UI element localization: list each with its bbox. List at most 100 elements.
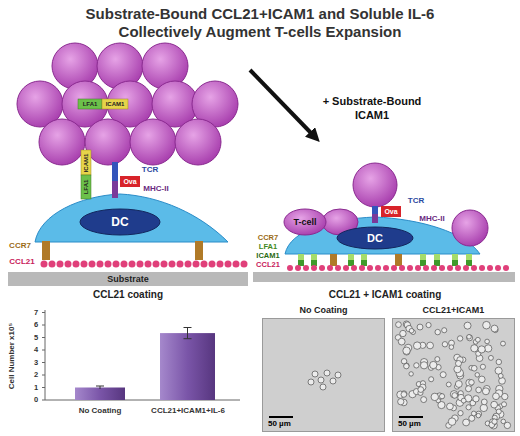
molecule-label: ICAM1 [106,101,125,107]
ccl21-dot [97,261,104,268]
lfa1-pillar [348,254,354,260]
lfa1-bar [81,175,91,199]
icam1-pillar [434,260,440,266]
cell-dot [418,387,424,393]
cell-dot [471,345,478,352]
tick [42,337,45,338]
cell-dot [471,365,477,371]
ccl21-dot [241,261,248,268]
cell-dot [320,384,326,390]
cell-dot [493,393,500,400]
scale-bar [269,416,293,418]
chemokine-label: CCL21 [256,261,280,269]
cell-dot [464,322,471,329]
cell-dot [501,341,506,346]
panel-caption: CCL21 + ICAM1 coating [329,290,442,300]
cell-dot [398,399,404,405]
panel-caption: CCL21 coating [93,290,163,300]
cell-dot [442,328,447,333]
ccl21-dot [287,265,293,271]
cell-dot [485,339,490,344]
cell-dot [480,404,487,411]
cell-dot [465,386,471,392]
ccl21-dot [431,265,437,271]
substrate-bar: Substrate [8,272,248,286]
ccl21-dot [121,261,128,268]
cell-dot [491,401,498,408]
ccl21-dot [455,265,461,271]
cell-dot [467,335,472,340]
lfa1-bar [78,99,102,109]
t-cell [130,119,176,165]
cell-dot [501,402,506,407]
ccl21-dot [439,265,445,271]
ccl21-dot [423,265,429,271]
tick-label: 2 [34,371,38,379]
receptor-label: MHC-II [419,215,444,223]
scale-bar [399,416,423,418]
error-cap [184,338,192,339]
ccl21-dot [113,261,120,268]
node-label: Ova [384,208,397,215]
ccl21-dot [89,261,96,268]
cell-dot [404,363,409,368]
icam1-pillar [452,260,458,266]
ccl21-dot [319,265,325,271]
dendritic-cell [35,194,228,242]
molecule-label: LFA1 [83,101,98,107]
molecule-label: ICAM1 [256,252,279,260]
cell-dot [440,372,446,378]
axis-title: Cell Number x10⁵ [8,323,16,389]
transition-arrow [250,70,312,134]
cell-dot [308,379,314,385]
cell-dot [398,338,405,345]
icam1-pillar [298,260,304,266]
mhc-bar [372,214,378,223]
ccl21-dot [335,265,341,271]
receptor-label: CCR7 [258,234,278,242]
cell-dot [496,409,501,414]
cell-dot [431,393,438,400]
ccr7-receptor [42,241,50,260]
node-label: DC [111,216,128,228]
dendritic-cell-nucleus: DC [80,209,160,235]
cell-dot [335,372,341,378]
ccl21-dot [343,265,349,271]
lfa1-pillar [298,254,304,260]
image-title: CCL21+ICAM1 [393,306,514,315]
receptor-label: TCR [142,166,158,174]
cell-dot [476,413,481,418]
lfa1-pillar [361,254,367,260]
cell-dot [446,382,451,387]
icam1-pillar [348,260,354,266]
ccl21-dot [415,265,421,271]
cell-dot [449,345,454,350]
t-cell [175,119,221,165]
pillar [452,254,458,266]
pillar [348,254,354,266]
t-cell [452,210,488,246]
cell-dot [457,336,462,341]
tick [42,325,45,326]
ccl21-dot [65,261,72,268]
ccl21-dot [351,265,357,271]
micrograph: CCL21+ICAM150 µm [392,318,515,432]
cell-dot [496,359,501,364]
cell-dot [482,388,489,395]
ccl21-dot [399,265,405,271]
icam1-pillar [466,260,472,266]
ccl21-dot [375,265,381,271]
cell-dot [429,377,434,382]
tick [42,400,45,401]
tick [42,375,45,376]
cell-dot [450,391,457,398]
ccr7-receptor [330,254,337,266]
lfa1-pillar [311,254,317,260]
arrow-label: + Substrate-Bound ICAM1 [317,94,427,123]
tick-label: 1 [34,384,38,392]
outline [337,227,413,249]
cell-dot [471,411,476,416]
ccl21-dot [41,261,48,268]
ccl21-dot [233,261,240,268]
cell-dot [502,393,508,399]
